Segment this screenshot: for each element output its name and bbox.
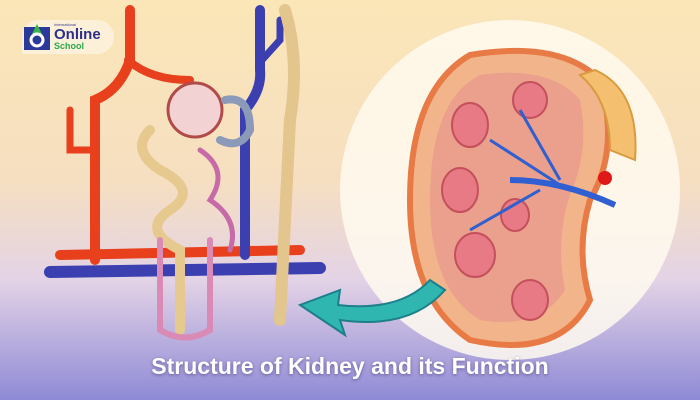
arrow-icon	[297, 278, 447, 338]
nephron-illustration	[44, 4, 326, 341]
page-title: Structure of Kidney and its Function	[151, 353, 549, 379]
logo-small-text: International	[54, 22, 77, 27]
logo-sub-text: School	[54, 41, 85, 51]
logo-brand-text: Online	[54, 26, 101, 43]
online-school-logo: International Online School	[22, 20, 114, 54]
logo-mark-icon	[24, 24, 50, 50]
kidney-cross-section	[406, 47, 637, 348]
